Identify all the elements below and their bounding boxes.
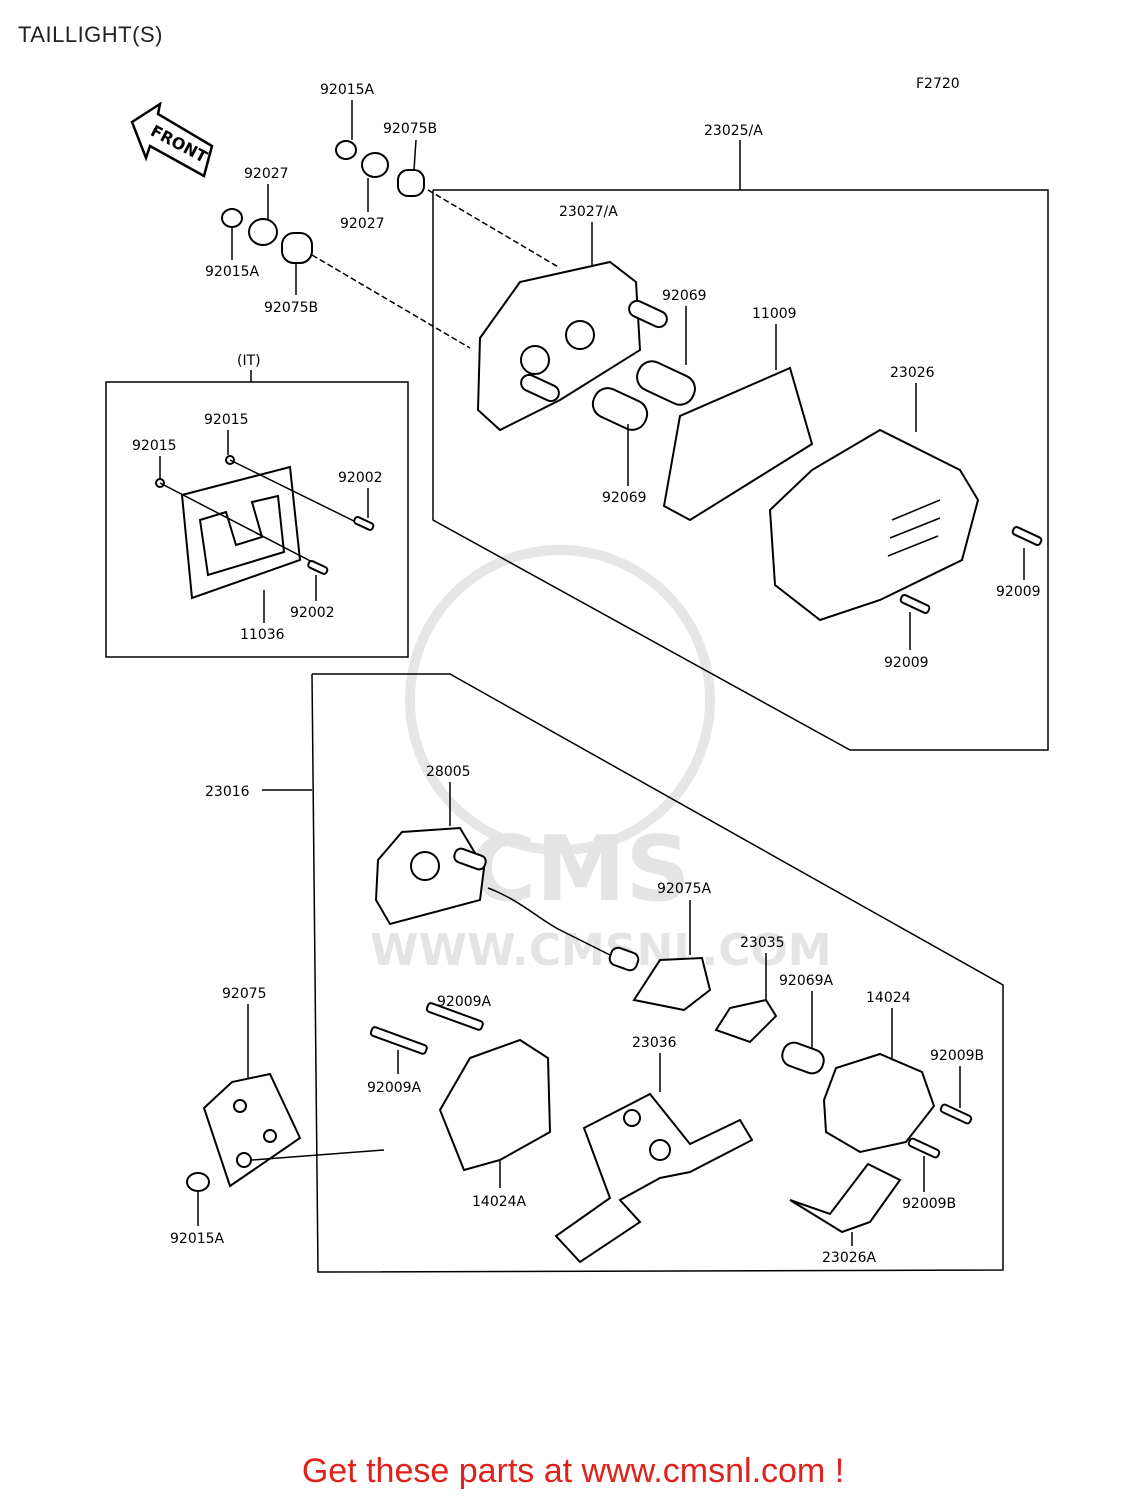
bulb-92069A — [781, 1041, 825, 1075]
part-label-92069-bottom: 92069 — [602, 490, 647, 506]
part-label-92002-b: 92002 — [290, 605, 335, 621]
assembly-boundary-23016 — [311, 673, 1004, 1273]
mounting-hole — [263, 1129, 277, 1143]
part-label-92027-top: 92027 — [340, 216, 385, 232]
assembly-axis — [159, 482, 321, 567]
part-label-92075B-top: 92075B — [383, 121, 437, 137]
part-label-92015A-top: 92015A — [320, 82, 375, 98]
bolt-92009A-a — [425, 1002, 484, 1031]
part-label-92009-right: 92009 — [996, 584, 1041, 600]
part-label-92015A-bottom: 92015A — [170, 1231, 225, 1247]
bolt-92009A-b — [369, 1026, 428, 1055]
leader-line — [413, 139, 417, 171]
screw-92002-b — [307, 560, 329, 575]
mounting-hole — [649, 1139, 671, 1161]
part-label-23036: 23036 — [632, 1035, 677, 1051]
assembly-axis — [251, 1149, 385, 1161]
part-label-23035: 23035 — [740, 935, 785, 951]
watermark: CMS WWW.CMSNL.COM — [370, 545, 832, 976]
part-label-92075A: 92075A — [657, 881, 712, 897]
mounting-hole — [236, 1152, 252, 1168]
inset-label: (IT) — [237, 353, 261, 369]
socket-hole — [520, 345, 550, 375]
bracket-cutout — [198, 494, 286, 577]
nut-92015A-bottom — [186, 1172, 210, 1192]
lamp-body-14024A — [438, 1038, 552, 1172]
lens-rib — [889, 517, 941, 539]
screw-92009-right — [1011, 526, 1043, 546]
bulb-92069-top — [636, 360, 696, 406]
exploded-parts-diagram: CMS WWW.CMSNL.COM F2720 FRONT 23025/A 92… — [105, 76, 1049, 1273]
mounting-hole — [233, 1099, 247, 1113]
figure-code: F2720 — [916, 76, 960, 92]
part-label-92069A: 92069A — [779, 973, 834, 989]
washer-92027-top — [361, 152, 389, 178]
grommet-92075B-top — [397, 169, 425, 197]
assembly-axis — [427, 189, 561, 269]
grommet-92075A — [632, 956, 712, 1012]
screw-92009-bottom — [899, 594, 931, 614]
part-label-92009B-b: 92009B — [902, 1196, 956, 1212]
assembly-boundary-23025 — [432, 189, 1049, 751]
screw-92009B-a — [939, 1103, 973, 1125]
part-label-28005: 28005 — [426, 764, 471, 780]
part-label-92002-a: 92002 — [338, 470, 383, 486]
part-label-11036: 11036 — [240, 627, 285, 643]
part-label-92015-inset-a: 92015 — [204, 412, 249, 428]
nut-92015A-top — [335, 140, 357, 160]
part-label-23025A: 23025/A — [704, 123, 763, 139]
part-label-23026: 23026 — [890, 365, 935, 381]
stud — [453, 847, 487, 871]
stud — [628, 299, 668, 329]
socket-23035 — [714, 998, 778, 1044]
part-label-92009A-a: 92009A — [437, 994, 492, 1010]
part-label-23027A: 23027/A — [559, 204, 618, 220]
part-label-14024A: 14024A — [472, 1194, 527, 1210]
watermark-brand: CMS — [470, 817, 690, 922]
part-label-92009-bottom: 92009 — [884, 655, 929, 671]
part-label-14024: 14024 — [866, 990, 911, 1006]
socket-hole — [410, 851, 440, 881]
inset-box-IT — [105, 381, 409, 658]
part-label-92069-top: 92069 — [662, 288, 707, 304]
assembly-axis — [229, 459, 361, 525]
footer-promo[interactable]: Get these parts at www.cmsnl.com ! — [301, 1452, 845, 1490]
part-label-23016: 23016 — [205, 784, 250, 800]
washer-92027-left — [248, 218, 278, 246]
gasket-11009 — [662, 366, 814, 522]
part-label-92075B-left: 92075B — [264, 300, 318, 316]
mounting-hole — [623, 1109, 641, 1127]
part-label-92075: 92075 — [222, 986, 267, 1002]
socket-plug — [608, 946, 640, 972]
part-label-92015-inset-b: 92015 — [132, 438, 177, 454]
taillight-base-23027 — [476, 260, 642, 432]
lens-rib — [887, 535, 939, 557]
lens-23026 — [768, 428, 980, 622]
front-arrow-icon: FRONT — [130, 101, 214, 178]
socket-hole — [565, 320, 595, 350]
cover-23026A — [789, 1162, 902, 1234]
wire-harness — [487, 887, 621, 961]
bulb-92069-bottom — [591, 387, 649, 431]
nut-92015A-left — [221, 208, 243, 228]
part-label-23026A: 23026A — [822, 1250, 877, 1266]
grommet-92075B-left — [281, 232, 313, 264]
lens-rib — [891, 499, 941, 521]
page-title: TAILLIGHT(S) — [18, 22, 163, 47]
stud — [520, 373, 560, 403]
assembly-axis — [311, 254, 471, 349]
part-label-92009B-a: 92009B — [930, 1048, 984, 1064]
part-label-92027-left: 92027 — [244, 166, 289, 182]
lens-14024 — [822, 1052, 936, 1154]
bracket-23036 — [554, 1092, 754, 1264]
screw-92009B-b — [907, 1137, 941, 1159]
part-label-92015A-left: 92015A — [205, 264, 260, 280]
part-label-11009: 11009 — [752, 306, 797, 322]
screw-92002-a — [353, 516, 375, 531]
part-label-92009A-b: 92009A — [367, 1080, 422, 1096]
plate-92075 — [202, 1072, 302, 1188]
